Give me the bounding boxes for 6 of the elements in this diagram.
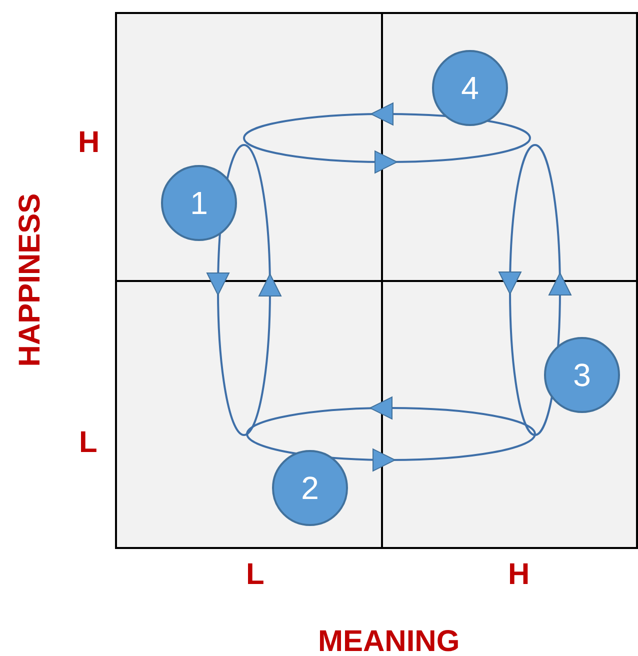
axis-tick-label: L: [79, 428, 98, 458]
axis-tick-label: H: [78, 128, 100, 158]
axis-title: HAPPINESS: [15, 193, 46, 367]
axis-tick-label: L: [246, 560, 264, 590]
axis-title: MEANING: [318, 627, 460, 656]
axis-tick-label: H: [508, 560, 530, 590]
